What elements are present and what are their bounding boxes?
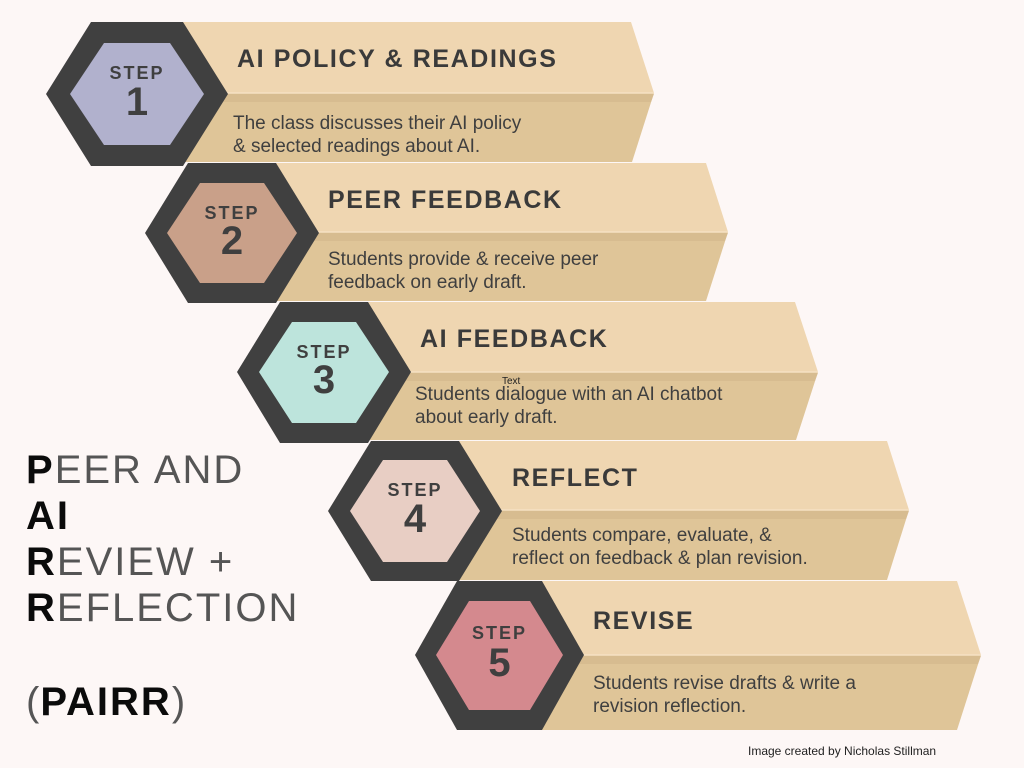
step-number: 5	[488, 641, 511, 685]
step-number: 4	[403, 497, 427, 541]
step-3-heading: AI FEEDBACK	[420, 325, 609, 353]
step-3-body-line2: about early draft.	[415, 407, 558, 428]
stray-text-label: Text	[502, 376, 521, 387]
step-5-heading: REVISE	[593, 607, 695, 635]
title-line-peer: PEER AND	[26, 448, 245, 492]
title-line-ai: AI	[26, 494, 70, 538]
title-line-review: REVIEW +	[26, 540, 235, 584]
title-block: PEER AND AI REVIEW + REFLECTION	[26, 447, 299, 631]
step-5-body-line2: revision reflection.	[593, 696, 747, 717]
step-label: STEP	[296, 342, 352, 362]
step-1-heading: AI POLICY & READINGS	[237, 45, 558, 73]
step-1-body-line1: The class discusses their AI policy	[233, 113, 522, 134]
step-5-body-line1: Students revise drafts & write a	[593, 673, 856, 694]
step-4-body-line2: reflect on feedback & plan revision.	[512, 548, 808, 569]
step-number: 3	[312, 358, 336, 402]
step-number: 1	[125, 80, 149, 124]
step-5-hex: STEP 5	[415, 581, 584, 730]
step-label: STEP	[204, 203, 260, 223]
step-4-hex: STEP 4	[328, 441, 502, 581]
step-2-hex: STEP 2	[145, 163, 319, 303]
step-2-heading: PEER FEEDBACK	[328, 186, 563, 214]
step-1-body-line2: & selected readings about AI.	[233, 136, 481, 157]
step-label: STEP	[109, 63, 165, 83]
step-3-body-line1: Students dialogue with an AI chatbot	[415, 384, 723, 405]
step-4-heading: REFLECT	[512, 464, 639, 492]
title-line-reflection: REFLECTION	[26, 586, 300, 630]
image-credit: Image created by Nicholas Stillman	[748, 744, 937, 758]
step-4-body-line1: Students compare, evaluate, &	[512, 525, 772, 546]
step-3-hex: STEP 3	[237, 302, 411, 443]
acronym: (PAIRR)	[26, 680, 187, 724]
step-label: STEP	[471, 623, 527, 643]
step-1-hex: STEP 1	[46, 22, 228, 166]
step-2-body-line2: feedback on early draft.	[328, 272, 527, 293]
step-number: 2	[220, 219, 244, 263]
step-label: STEP	[387, 480, 443, 500]
step-2-body-line1: Students provide & receive peer	[328, 249, 599, 270]
